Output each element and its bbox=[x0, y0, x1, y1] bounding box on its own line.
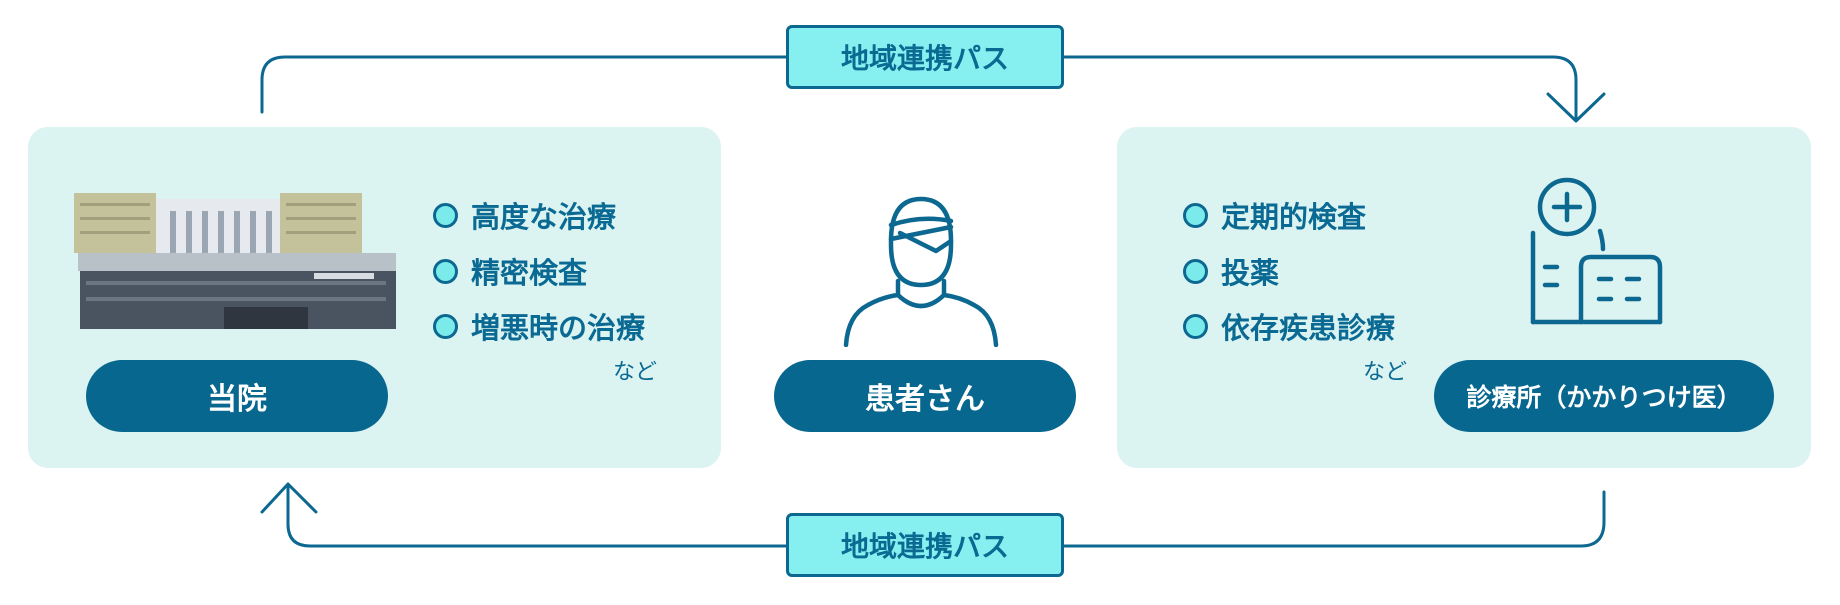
clinic-label-pill: 診療所（かかりつけ医） bbox=[1434, 360, 1774, 432]
clinic-building-icon bbox=[1530, 177, 1663, 325]
left-item-1-label: 高度な治療 bbox=[471, 200, 617, 234]
right-item-3: 依存疾患診療 bbox=[1183, 305, 1395, 347]
right-etc-note: など bbox=[1363, 360, 1408, 385]
right-item-2: 投薬 bbox=[1183, 250, 1279, 292]
bullet-icon bbox=[1183, 202, 1208, 228]
path-label-top: 地域連携パス bbox=[786, 25, 1064, 89]
left-item-2: 精密検査 bbox=[433, 250, 587, 292]
left-etc-note: など bbox=[613, 360, 658, 385]
clinic-panel: 定期的検査 投薬 依存疾患診療 など 診療所（かかりつけ医） bbox=[1117, 127, 1811, 468]
hospital-building-image bbox=[74, 189, 396, 331]
bullet-icon bbox=[1183, 258, 1208, 284]
right-item-3-label: 依存疾患診療 bbox=[1221, 311, 1396, 345]
patient-label-pill: 患者さん bbox=[774, 360, 1076, 432]
left-item-2-label: 精密検査 bbox=[471, 256, 588, 290]
bottom-arrowhead bbox=[260, 482, 318, 514]
hospital-panel: 高度な治療 精密検査 増悪時の治療 など 当院 bbox=[28, 127, 721, 468]
left-item-1: 高度な治療 bbox=[433, 194, 616, 236]
left-item-3: 増悪時の治療 bbox=[433, 305, 645, 347]
top-arrowhead bbox=[1546, 92, 1606, 123]
bullet-icon bbox=[1183, 313, 1208, 339]
right-item-1-label: 定期的検査 bbox=[1221, 200, 1367, 234]
bullet-icon bbox=[433, 313, 458, 339]
left-item-3-label: 増悪時の治療 bbox=[471, 311, 646, 345]
right-item-2-label: 投薬 bbox=[1221, 256, 1280, 290]
bullet-icon bbox=[433, 202, 458, 228]
hospital-label-pill: 当院 bbox=[86, 360, 388, 432]
bullet-icon bbox=[433, 258, 458, 284]
path-label-bottom: 地域連携パス bbox=[786, 513, 1064, 577]
patient-icon bbox=[843, 196, 999, 347]
right-item-1: 定期的検査 bbox=[1183, 194, 1366, 236]
